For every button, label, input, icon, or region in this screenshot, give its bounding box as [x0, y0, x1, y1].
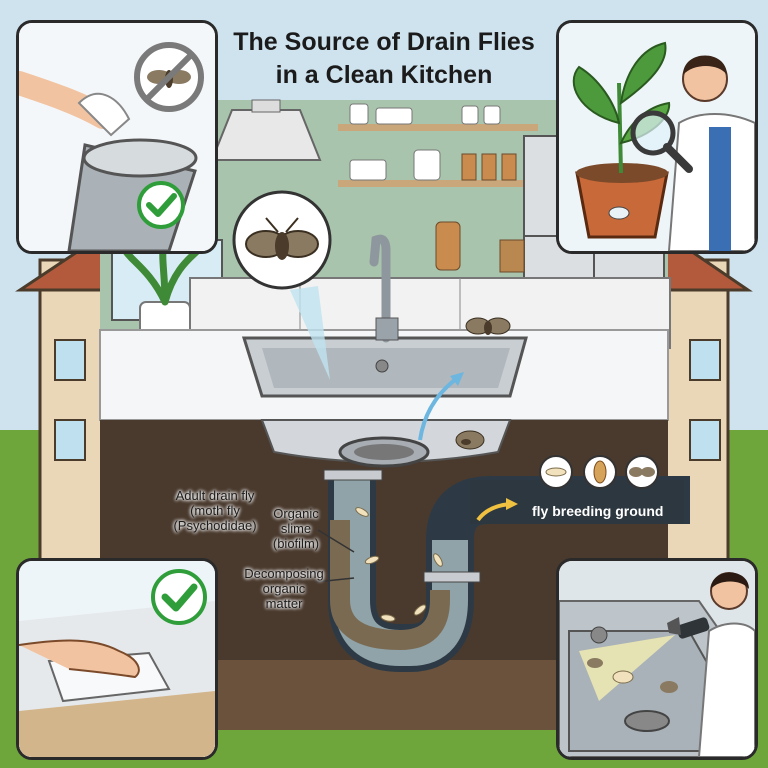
label-adult-drain-fly-line-1: Adult drain fly — [175, 488, 255, 503]
panel-wipe-counter — [16, 558, 218, 760]
title-line-1: The Source of Drain Flies — [233, 28, 535, 56]
checkmark-icon — [151, 569, 207, 625]
label-decomposing-line-1: Decomposing — [244, 566, 324, 581]
sink-inspection-illustration — [559, 561, 755, 757]
label-organic-slime-line-2: slime — [280, 521, 312, 536]
label-decomposing-line-3: matter — [265, 596, 303, 611]
label-organic-slime-line-1: Organic — [273, 506, 319, 521]
flashlight-icon — [667, 617, 710, 639]
page-title: The Source of Drain Flies in a Clean Kit… — [214, 26, 554, 92]
label-fly-breeding-ground: fly breeding ground — [532, 503, 664, 519]
label-organic-slime-line-3: (biofilm) — [272, 536, 320, 551]
panel-plant-inspection — [556, 20, 758, 254]
label-adult-drain-fly: Adult drain fly (moth fly (Psychodidae) — [150, 488, 280, 533]
label-decomposing-matter: Decomposing organic matter — [232, 566, 336, 611]
panel-flashlight-inspection — [556, 558, 758, 760]
title-line-2: in a Clean Kitchen — [275, 61, 493, 89]
plant-inspection-illustration — [559, 23, 755, 251]
label-adult-drain-fly-line-2: (moth fly — [190, 503, 240, 518]
panel-clean-trash — [16, 20, 218, 254]
magnifying-glass-icon — [630, 110, 693, 173]
label-adult-drain-fly-line-3: (Psychodidae) — [173, 518, 257, 533]
label-decomposing-line-2: organic — [262, 581, 306, 596]
prohibited-fly-icon — [134, 42, 204, 112]
checkmark-icon — [137, 181, 185, 229]
label-organic-slime: Organic slime (biofilm) — [256, 506, 336, 551]
